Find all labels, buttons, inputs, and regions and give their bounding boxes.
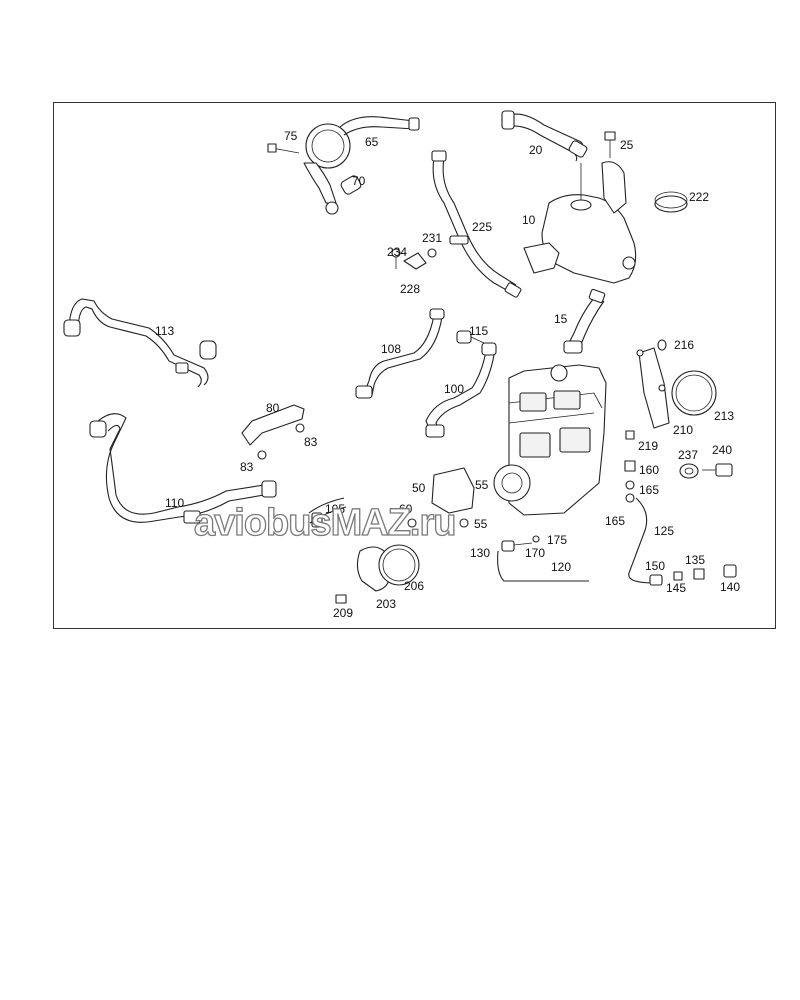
part-160-fitting: [624, 460, 636, 503]
callout-135: 135: [685, 553, 705, 567]
callout-83a: 83: [304, 435, 318, 449]
callout-80: 80: [266, 401, 280, 415]
callout-231: 231: [422, 231, 442, 245]
parts-diagram: 75 65 70 20 25 222 10 225 231 234 228 15…: [63, 110, 740, 620]
part-237-washer: [679, 463, 699, 479]
callout-20: 20: [529, 143, 543, 157]
part-120-pipe: [497, 550, 589, 582]
callout-237: 237: [678, 448, 698, 462]
part-240-bolt: [702, 463, 733, 477]
callout-10: 10: [522, 213, 536, 227]
part-15-hose: [563, 288, 606, 354]
part-213-gasket: [636, 339, 717, 429]
part-108-hose: [355, 308, 445, 399]
part-25-bolt: [604, 131, 616, 158]
callout-130: 130: [470, 546, 490, 560]
part-50-plate: [407, 467, 475, 528]
callout-labels: 75 65 70 20 25 222 10 225 231 234 228 15…: [155, 129, 740, 620]
part-10-filter-housing: [523, 161, 637, 284]
callout-216: 216: [674, 338, 694, 352]
callout-125: 125: [654, 524, 674, 538]
callout-175: 175: [547, 533, 567, 547]
callout-83b: 83: [240, 460, 254, 474]
callout-140: 140: [720, 580, 740, 594]
callout-213: 213: [714, 409, 734, 423]
callout-105: 105: [325, 502, 345, 516]
part-203-gasket: [335, 544, 420, 604]
part-65-clamp-assembly: [267, 116, 420, 215]
callout-108: 108: [381, 342, 401, 356]
compressor-body: [493, 364, 607, 516]
callout-228: 228: [400, 282, 420, 296]
part-225-hose: [391, 150, 522, 298]
part-110-hose: [89, 413, 277, 524]
callout-206: 206: [404, 579, 424, 593]
callout-145: 145: [666, 581, 686, 595]
callout-55b: 55: [474, 517, 488, 531]
callout-165b: 165: [605, 514, 625, 528]
callout-65: 65: [365, 135, 379, 149]
part-105-hose: [308, 497, 347, 528]
callout-203: 203: [376, 597, 396, 611]
callout-70: 70: [352, 174, 366, 188]
callout-113: 113: [155, 324, 174, 338]
part-80-bracket: [241, 404, 305, 460]
callout-165a: 165: [639, 483, 659, 497]
callout-225: 225: [472, 220, 492, 234]
callout-115: 115: [469, 324, 488, 338]
callout-75: 75: [284, 129, 298, 143]
callout-234: 234: [387, 245, 407, 259]
callout-50: 50: [412, 481, 426, 495]
part-150-fitting: [649, 564, 737, 586]
callout-25: 25: [620, 138, 634, 152]
callout-15: 15: [554, 312, 568, 326]
callout-150: 150: [645, 559, 665, 573]
part-219-bolt: [625, 430, 635, 440]
callout-240: 240: [712, 443, 732, 457]
part-20-intake-pipe: [501, 110, 588, 162]
part-222-ring: [654, 191, 688, 213]
callout-60: 60: [399, 502, 413, 516]
callout-160: 160: [639, 463, 659, 477]
callout-120: 120: [551, 560, 571, 574]
callout-209: 209: [333, 606, 353, 620]
callout-170: 170: [525, 546, 545, 560]
part-130-fitting: [501, 535, 540, 552]
parts-diagram-frame: 75 65 70 20 25 222 10 225 231 234 228 15…: [53, 102, 776, 629]
callout-100: 100: [444, 382, 464, 396]
callout-219: 219: [638, 439, 658, 453]
watermark-text: aviobusMAZ.ru: [194, 502, 455, 544]
callout-210: 210: [673, 423, 693, 437]
callout-55a: 55: [475, 478, 489, 492]
callout-222: 222: [689, 190, 709, 204]
callout-110: 110: [165, 496, 184, 510]
part-125-pipe: [628, 497, 655, 584]
part-115-fitting: [456, 330, 485, 344]
part-100-hose: [425, 342, 497, 438]
part-113-hose: [63, 298, 217, 388]
